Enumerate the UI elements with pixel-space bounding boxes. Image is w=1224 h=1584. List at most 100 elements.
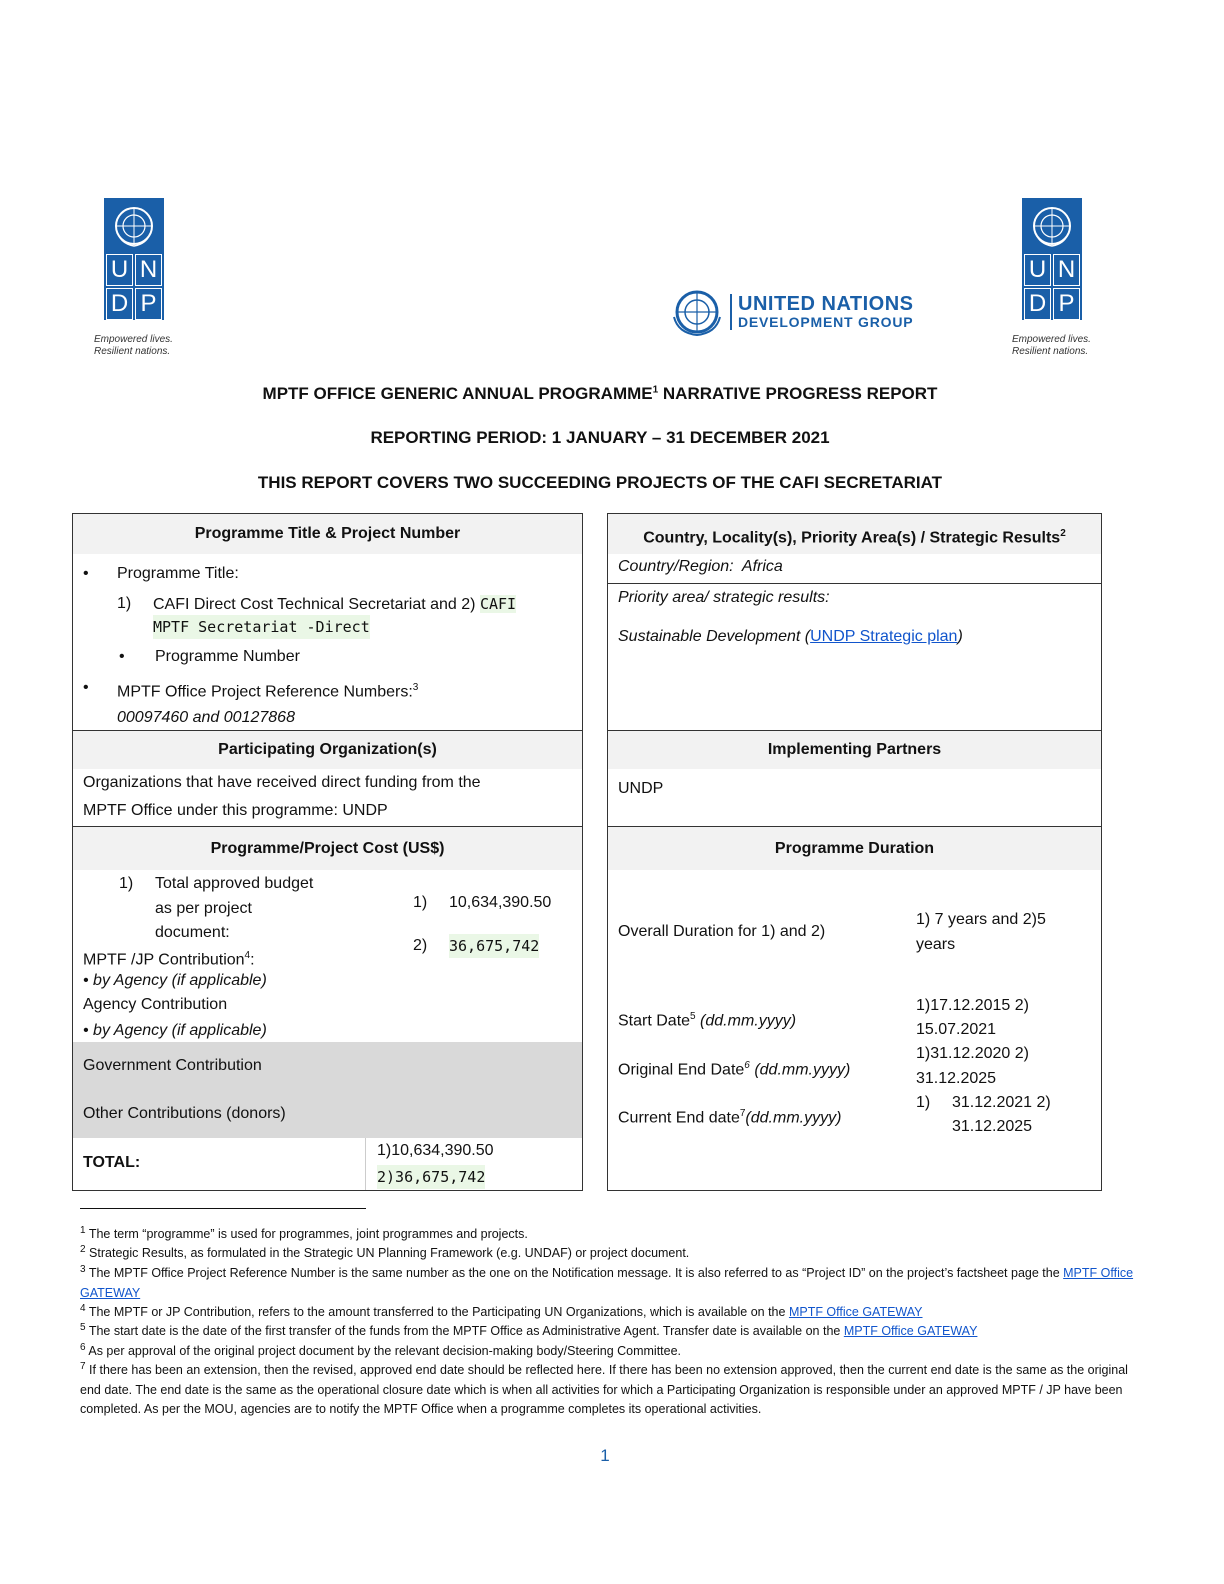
- programme-title-part1: CAFI Direct Cost Technical Secretariat a…: [153, 596, 476, 613]
- footnote-text: If there has been an extension, then the…: [80, 1363, 1128, 1417]
- programme-number-label: Programme Number: [155, 648, 300, 665]
- footnote-marker: 3: [80, 1264, 86, 1275]
- footnote-ref: 7: [739, 1108, 746, 1119]
- current-end-date-label: Current End date7(dd.mm.yyyy): [618, 1102, 841, 1130]
- footnote-6: 6 As per approval of the original projec…: [80, 1338, 1140, 1362]
- footnote-ref: 5: [690, 1011, 696, 1022]
- original-end-date-value: 31.12.2025: [916, 1070, 997, 1087]
- reporting-period: REPORTING PERIOD: 1 JANUARY – 31 DECEMBE…: [370, 428, 830, 447]
- footnote-4: 4 The MPTF or JP Contribution, refers to…: [80, 1299, 1140, 1323]
- overall-duration-value: years: [916, 936, 956, 953]
- mptf-gateway-link[interactable]: MPTF Office GATEWAY: [788, 1305, 923, 1320]
- undp-logo-right: U N D P Empowered lives. Resilient natio…: [1012, 198, 1094, 358]
- mptf-gateway-link[interactable]: MPTF Office GATEWAY: [80, 1266, 1134, 1300]
- programme-title-header-text: Programme Title & Project Number: [194, 525, 461, 542]
- date-format: (dd.mm.yyyy): [745, 1109, 842, 1127]
- report-title: MPTF OFFICE GENERIC ANNUAL PROGRAMME1 NA…: [0, 384, 1212, 404]
- undp-logo-box: U N D P: [1022, 198, 1082, 320]
- total-value: 1)10,634,390.50: [377, 1142, 494, 1159]
- start-date-value: 15.07.2021: [916, 1021, 997, 1038]
- duration-header: Programme Duration: [608, 827, 1101, 870]
- total-label: TOTAL:: [83, 1154, 141, 1171]
- undg-wordmark: UNITED NATIONS DEVELOPMENT GROUP: [730, 294, 914, 330]
- footnote-text: The term “programme” is used for program…: [88, 1227, 528, 1242]
- report-coverage: THIS REPORT COVERS TWO SUCCEEDING PROJEC…: [257, 473, 943, 492]
- report-title-text: NARRATIVE PROGRESS REPORT: [658, 384, 938, 403]
- by-agency-line: • by Agency (if applicable): [83, 969, 267, 993]
- footnote-text: As per approval of the original project …: [88, 1344, 682, 1359]
- overall-duration-label: Overall Duration for 1) and 2): [618, 923, 826, 940]
- participating-header: Participating Organization(s): [73, 731, 582, 769]
- participating-text: Organizations that have received direct …: [83, 774, 481, 791]
- date-format: (dd.mm.yyyy): [700, 1012, 797, 1030]
- start-date-text: Start Date: [618, 1012, 691, 1030]
- reference-label-text: MPTF Office Project Reference Numbers:: [117, 683, 413, 701]
- programme-title-text: CAFI Direct Cost Technical Secretariat a…: [153, 592, 573, 617]
- budget-value-num: 2): [413, 937, 428, 954]
- implementing-value: UNDP: [618, 780, 664, 797]
- footnote-ref: 1: [652, 384, 659, 396]
- undp-tagline-line: Empowered lives.: [1012, 334, 1091, 345]
- programme-title-num: 1): [117, 595, 132, 612]
- footnote-text: The start date is the date of the first …: [88, 1324, 841, 1339]
- footnote-divider: [80, 1208, 366, 1209]
- undp-letter: N: [1053, 254, 1080, 286]
- current-end-date-value: 31.12.2025: [952, 1118, 1033, 1135]
- bullet-icon: •: [83, 679, 89, 696]
- undp-tagline-line: Empowered lives.: [94, 334, 173, 345]
- footnote-marker: 4: [80, 1303, 86, 1314]
- footnote-marker: 7: [80, 1361, 86, 1372]
- un-emblem-icon: [673, 290, 721, 337]
- government-other-section: [73, 1042, 582, 1138]
- total-value: 2)36,675,742: [377, 1165, 486, 1189]
- footnote-ref: 2: [1060, 528, 1066, 539]
- implementing-header: Implementing Partners: [608, 731, 1101, 769]
- mptf-contribution-text: MPTF /JP Contribution: [83, 951, 245, 969]
- footnote-2: 2 Strategic Results, as formulated in th…: [80, 1240, 1140, 1264]
- government-contribution-label: Government Contribution: [83, 1057, 262, 1074]
- participating-header-text: Participating Organization(s): [218, 741, 437, 758]
- budget-value: 10,634,390.50: [449, 894, 552, 911]
- undp-letter: U: [1024, 254, 1051, 286]
- budget-value-num: 1): [413, 894, 428, 911]
- country-region-label: Country/Region:: [618, 558, 734, 575]
- divider: [608, 826, 1101, 827]
- undp-letter: P: [135, 288, 162, 320]
- undp-letter: D: [106, 288, 133, 320]
- divider: [608, 730, 1101, 731]
- divider: [73, 730, 582, 731]
- footnote-text: Strategic Results, as formulated in the …: [89, 1246, 690, 1261]
- report-title-text: MPTF OFFICE GENERIC ANNUAL PROGRAMME: [262, 384, 653, 403]
- undp-letter: P: [1053, 288, 1080, 320]
- mptf-gateway-link[interactable]: MPTF Office GATEWAY: [843, 1324, 978, 1339]
- current-end-date-value: 31.12.2021 2): [952, 1094, 1051, 1111]
- un-emblem-icon: [115, 207, 153, 247]
- start-date-value: 1)17.12.2015 2): [916, 997, 1029, 1014]
- left-table: Programme Title & Project Number • Progr…: [72, 513, 583, 1191]
- undg-line2: DEVELOPMENT GROUP: [738, 314, 914, 330]
- cost-item-text: document:: [155, 924, 230, 941]
- bullet-icon: •: [83, 565, 89, 582]
- participating-text: MPTF Office under this programme: UNDP: [83, 802, 388, 819]
- implementing-header-text: Implementing Partners: [767, 741, 942, 758]
- undp-letters: U N D P: [106, 254, 162, 320]
- undp-strategic-plan-link[interactable]: UNDP Strategic plan: [810, 628, 958, 645]
- divider: [608, 583, 1101, 584]
- bullet-icon: •: [119, 648, 125, 665]
- footnote-marker: 5: [80, 1322, 86, 1333]
- undp-letters: U N D P: [1024, 254, 1080, 320]
- footnote-marker: 6: [80, 1342, 86, 1353]
- undg-line1: UNITED NATIONS: [738, 293, 914, 315]
- mptf-contribution-label: MPTF /JP Contribution4:: [83, 950, 255, 969]
- country-header: Country, Locality(s), Priority Area(s) /…: [608, 514, 1101, 554]
- programme-title-header: Programme Title & Project Number: [73, 514, 582, 554]
- programme-title-part2: CAFI: [479, 595, 517, 613]
- reference-numbers-label: MPTF Office Project Reference Numbers:3: [117, 676, 418, 704]
- budget-value: 36,675,742: [449, 934, 540, 958]
- priority-area-label: Priority area/ strategic results:: [618, 589, 830, 606]
- strategic-results: Sustainable Development (UNDP Strategic …: [618, 625, 963, 649]
- duration-header-text: Programme Duration: [774, 840, 935, 857]
- footnote-marker: 2: [80, 1244, 86, 1255]
- undp-letter: U: [106, 254, 133, 286]
- undp-tagline: Empowered lives. Resilient nations.: [1012, 334, 1094, 358]
